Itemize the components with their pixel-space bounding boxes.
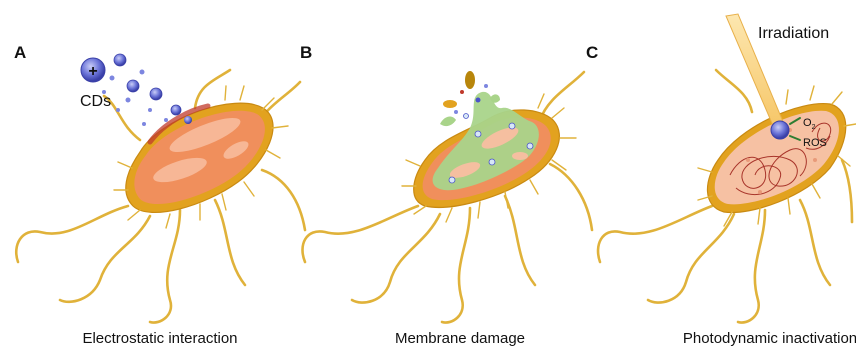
panel-b-caption: Membrane damage	[395, 330, 525, 347]
panel-c-letter: C	[586, 43, 598, 62]
cd-particle-c	[771, 121, 789, 139]
panel-a-caption: Electrostatic interaction	[82, 330, 237, 347]
positive-charge-sign: +	[88, 63, 97, 80]
bacterium-a	[126, 103, 273, 212]
panel-a-letter: A	[14, 43, 26, 62]
bacterium-a-cytoplasm	[134, 111, 265, 204]
panel-a: A	[14, 43, 305, 347]
bacterium-b	[414, 92, 560, 208]
ros-label: ROS	[803, 137, 827, 149]
cds-label: CDs	[80, 93, 111, 110]
irradiation-label: Irradiation	[758, 25, 829, 42]
panel-c-caption: Photodynamic inactivation	[683, 330, 856, 347]
panel-b: B	[300, 43, 592, 347]
cd-nanoparticles: +	[81, 54, 192, 126]
panel-c: C	[586, 14, 856, 347]
panel-b-letter: B	[300, 43, 312, 62]
